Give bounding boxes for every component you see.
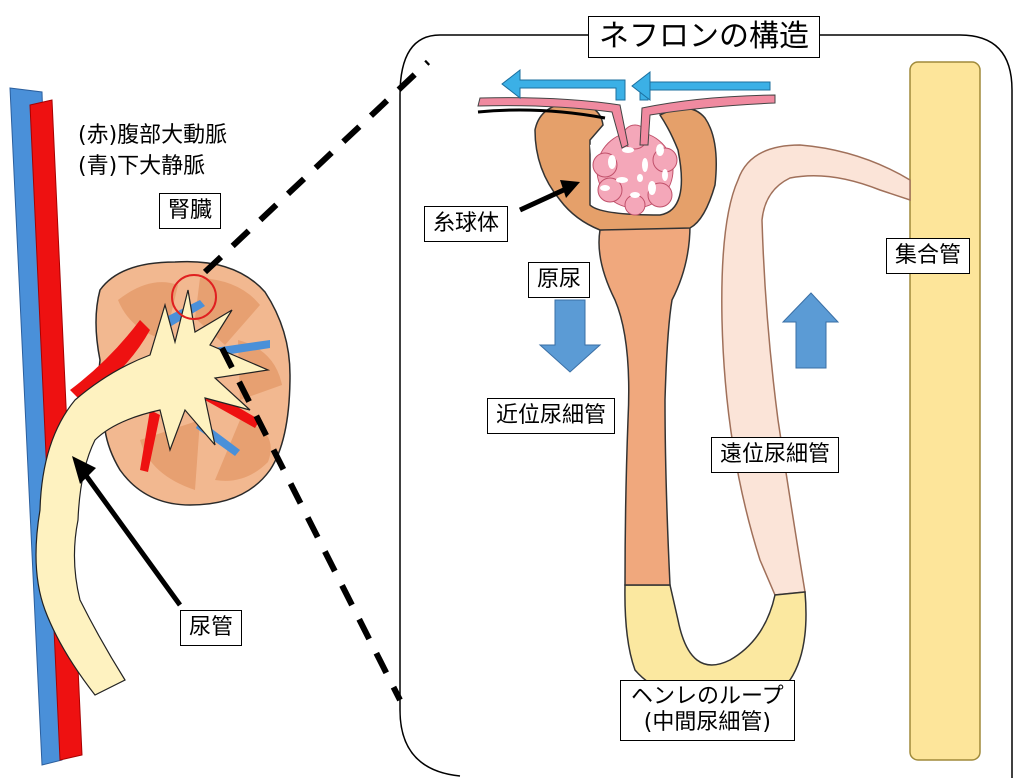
glomerulus-label: 糸球体 <box>424 206 508 242</box>
loop-label-line1: ヘンレのループ <box>631 684 784 710</box>
proximal-tubule-label: 近位尿細管 <box>487 398 615 434</box>
collecting-duct-label: 集合管 <box>886 238 970 274</box>
distal-tubule-label: 遠位尿細管 <box>711 437 839 473</box>
primary-urine-label: 原尿 <box>528 262 590 298</box>
legend-artery: (赤)腹部大動脈 <box>78 122 227 150</box>
page-title: ネフロンの構造 <box>588 16 820 58</box>
ureter-label: 尿管 <box>180 610 242 646</box>
collecting-duct <box>910 62 980 760</box>
loop-of-henle-label: ヘンレのループ (中間尿細管) <box>620 680 795 741</box>
flow-down-arrow-icon <box>540 300 600 372</box>
kidney <box>36 262 290 695</box>
zoom-line-upper <box>205 62 428 272</box>
flow-up-arrow-icon <box>783 293 838 368</box>
blood-flow-left-arrow-icon <box>502 70 625 100</box>
zoom-line-lower <box>222 348 400 700</box>
kidney-label: 腎臓 <box>159 193 221 229</box>
legend-vein: (青)下大静脈 <box>78 153 205 181</box>
loop-label-line2: (中間尿細管) <box>631 710 784 736</box>
distal-tubule <box>722 145 910 595</box>
